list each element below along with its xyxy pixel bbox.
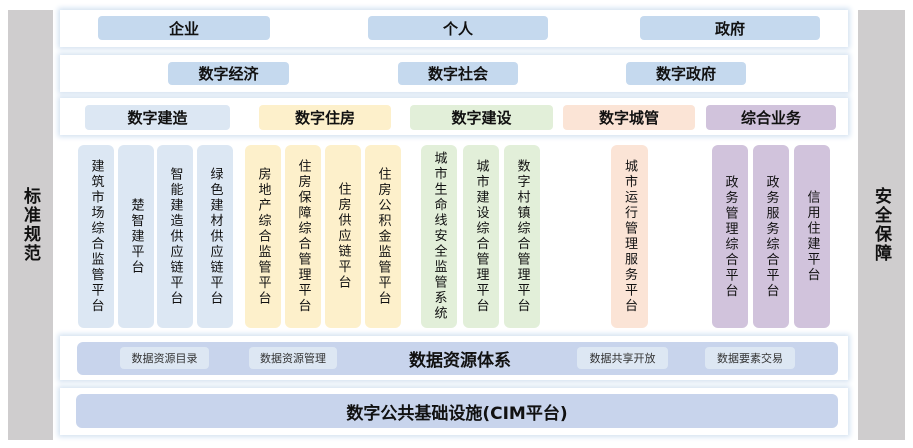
domain-government: 数字政府 xyxy=(626,62,746,85)
data-item: 数据资源目录 xyxy=(120,347,209,369)
security-label: 安全保障 xyxy=(871,187,891,263)
standards-label: 标准规范 xyxy=(20,187,40,263)
security-bar: 安全保障 xyxy=(858,10,905,440)
biz-general: 综合业务 xyxy=(706,105,836,130)
biz-urban: 数字城管 xyxy=(563,105,695,130)
platform: 住房公积金监管平台 xyxy=(365,145,401,328)
user-individual: 个人 xyxy=(368,16,548,40)
platform: 房地产综合监管平台 xyxy=(245,145,281,328)
biz-building: 数字建设 xyxy=(410,105,553,130)
platform: 绿色建材供应链平台 xyxy=(197,145,233,328)
standards-bar: 标准规范 xyxy=(8,10,53,440)
domain-society: 数字社会 xyxy=(398,62,518,85)
base-layer-title: 数字公共基础设施(CIM平台) xyxy=(76,394,838,428)
platform: 信用住建平台 xyxy=(794,145,830,328)
platform: 住房供应链平台 xyxy=(325,145,361,328)
domain-economy: 数字经济 xyxy=(168,62,289,85)
platform: 城市运行管理服务平台 xyxy=(611,145,648,328)
platform: 政务管理综合平台 xyxy=(712,145,748,328)
platform: 政务服务综合平台 xyxy=(753,145,789,328)
data-item: 数据要素交易 xyxy=(705,347,795,369)
platform: 建筑市场综合监管平台 xyxy=(78,145,114,328)
platform: 数字村镇综合管理平台 xyxy=(504,145,540,328)
data-item: 数据共享开放 xyxy=(577,347,668,369)
user-government: 政府 xyxy=(640,16,820,40)
data-item: 数据资源管理 xyxy=(249,347,337,369)
platform: 住房保障综合管理平台 xyxy=(285,145,321,328)
platform: 城市生命线安全监管系统 xyxy=(421,145,457,328)
biz-construction: 数字建造 xyxy=(85,105,230,130)
platform: 楚智建平台 xyxy=(118,145,154,328)
platform: 城市建设综合管理平台 xyxy=(463,145,499,328)
user-enterprise: 企业 xyxy=(98,16,270,40)
platform: 智能建造供应链平台 xyxy=(157,145,193,328)
data-layer-title: 数据资源体系 xyxy=(409,351,511,371)
biz-housing: 数字住房 xyxy=(259,105,391,130)
